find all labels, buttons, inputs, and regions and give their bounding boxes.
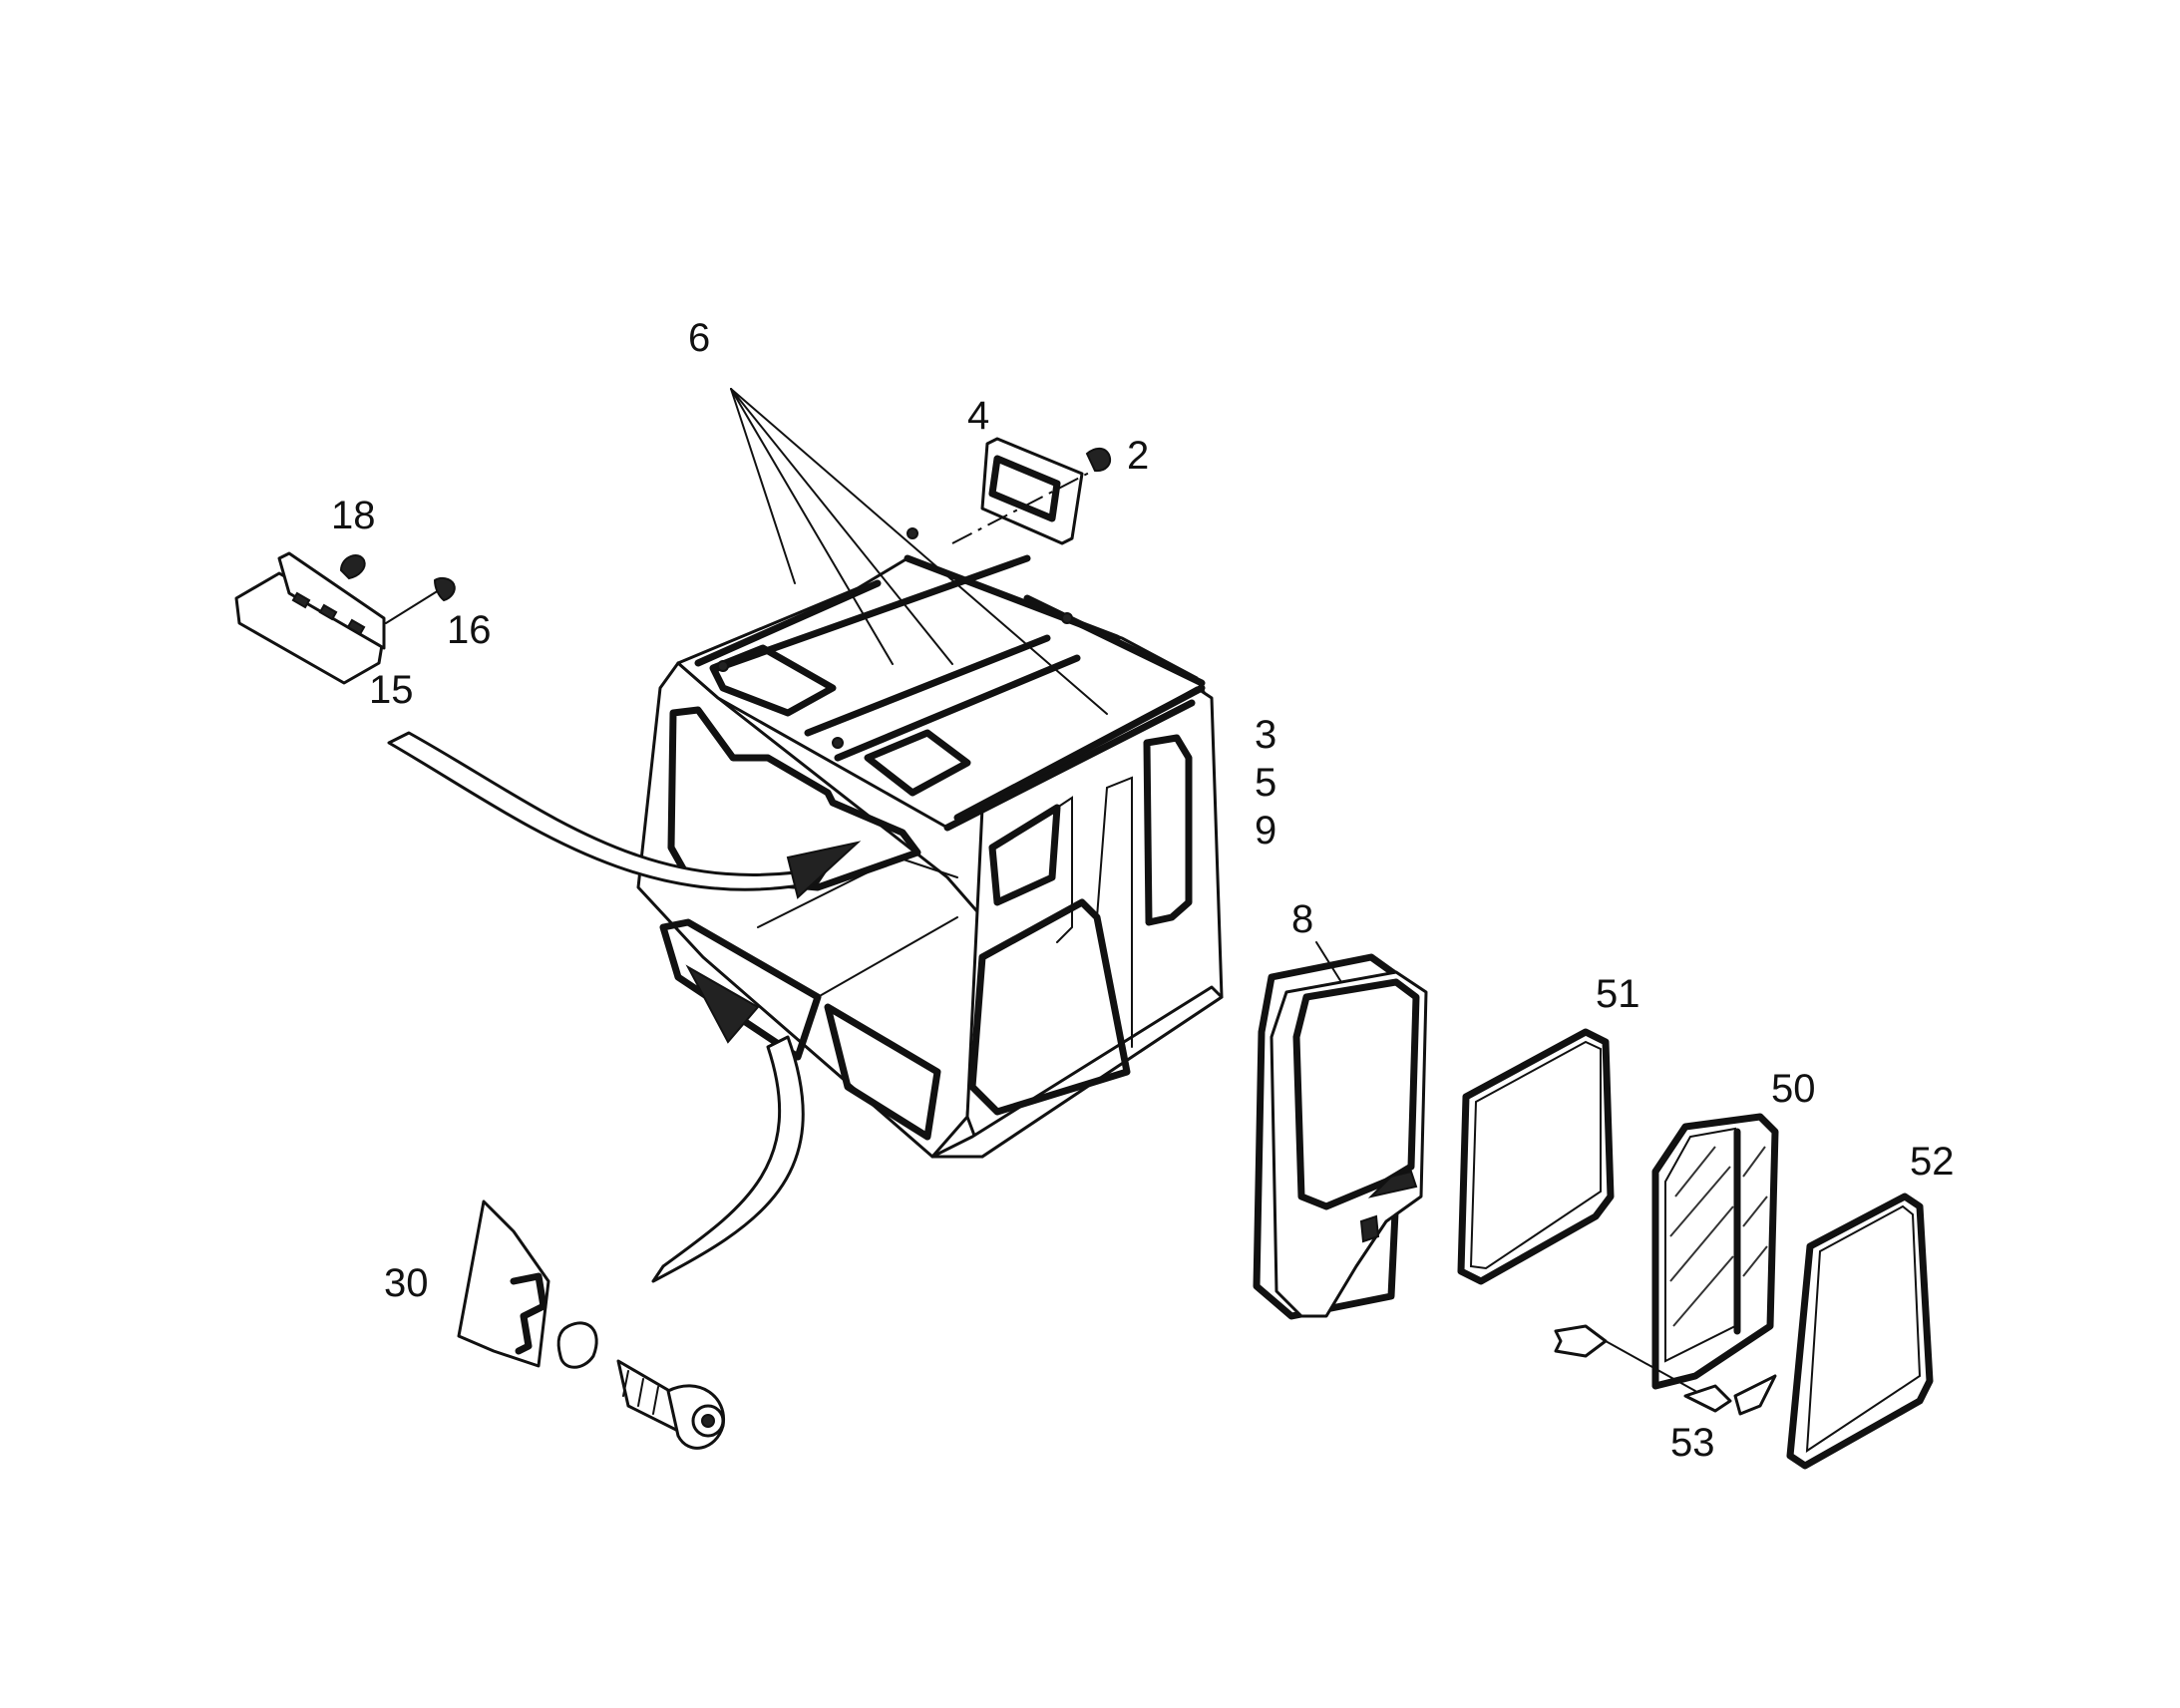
callout-5: 5 [1255,761,1276,805]
callout-30: 30 [384,1261,429,1305]
callout-53: 53 [1670,1421,1715,1465]
clip-set-53 [1554,1324,1777,1416]
callout-3: 3 [1255,713,1276,757]
gasket-52 [1786,1193,1934,1470]
callout-16: 16 [447,608,492,652]
callout-9: 9 [1255,809,1276,853]
bracket-assembly [234,551,456,685]
callout-2: 2 [1127,434,1149,478]
callout-52: 52 [1910,1140,1955,1184]
leader-line-8 [1315,941,1342,983]
gasket-51 [1457,1028,1615,1285]
window-50 [1651,1113,1779,1390]
callout-6: 6 [688,316,710,360]
cab-frame [636,527,1224,1159]
callout-50: 50 [1771,1067,1816,1111]
callout-labels: 6 4 2 18 16 15 3 5 9 8 51 50 52 53 30 [331,316,1955,1465]
bolt-kit-30 [457,1199,726,1450]
leader-lines-6 [730,388,1108,715]
callout-18: 18 [331,494,376,537]
callout-51: 51 [1596,972,1640,1016]
plate-assembly [951,437,1111,545]
callout-8: 8 [1291,897,1313,941]
door-assembly [1253,953,1428,1320]
flow-arrow-15 [387,731,862,899]
callout-4: 4 [967,394,989,438]
callout-15: 15 [369,668,414,712]
flow-arrow-30 [651,964,805,1283]
